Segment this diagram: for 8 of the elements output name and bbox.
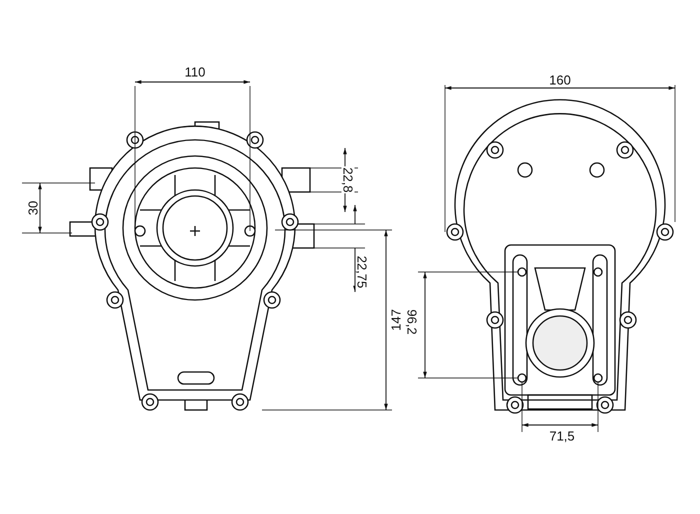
dimension-label: 71,5 xyxy=(548,430,576,442)
dimension-label: 22,75 xyxy=(356,254,368,290)
dimension-label: 160 xyxy=(548,74,572,86)
dimension-label: 30 xyxy=(26,200,40,216)
dimension-label: 110 xyxy=(184,66,206,78)
dimension-label: 96,2 xyxy=(406,308,418,336)
dimension-label: 22,8 xyxy=(342,166,354,194)
dimension-label: 147 xyxy=(390,308,402,332)
